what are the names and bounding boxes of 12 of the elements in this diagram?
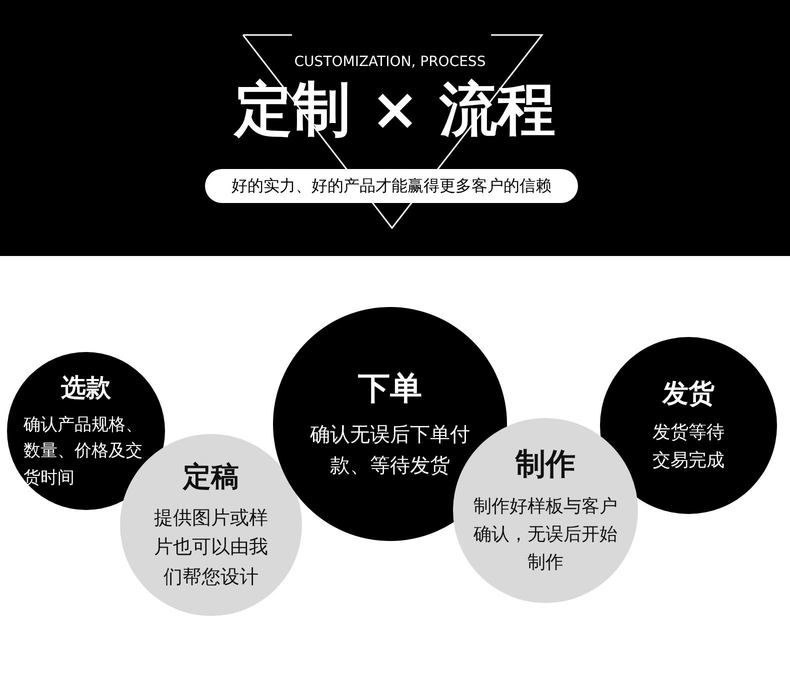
step-description: 制作好样板与客户确认，无误后开始制作 (472, 495, 618, 575)
step-title: 制作 (516, 446, 576, 484)
subtitle-text: CUSTOMIZATION, PROCESS (293, 54, 487, 70)
step-title: 定稿 (183, 458, 239, 495)
step-title: 选款 (61, 372, 111, 404)
step-title: 下单 (358, 368, 422, 409)
step-title: 发货 (662, 378, 714, 412)
pill-label: 好的实力、好的产品才能赢得更多客户的信赖 (205, 169, 578, 203)
step-description: 发货等待交易完成 (652, 421, 726, 473)
step-description: 确认产品规格、数量、价格及交货时间 (24, 414, 144, 490)
step-description: 提供图片或样片也可以由我们帮您设计 (153, 506, 269, 590)
step-description: 确认无误后下单付款、等待发货 (309, 421, 471, 479)
